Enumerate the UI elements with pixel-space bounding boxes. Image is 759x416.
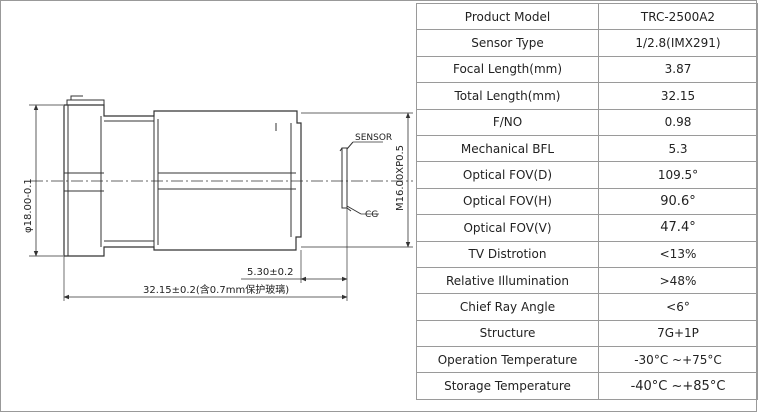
spec-value: <13% [598,240,758,268]
spec-row: TV Distrotion<13% [416,240,758,268]
spec-label: Relative Illumination [416,266,599,295]
spec-label: Optical FOV(V) [416,214,599,242]
spec-label: Chief Ray Angle [416,293,599,321]
spec-label: Sensor Type [416,29,599,57]
spec-row: Total Length(mm)32.15 [416,82,758,110]
spec-label: Operation Temperature [416,346,599,374]
cg-label: CG [365,210,378,220]
spec-value: 0.98 [598,108,758,136]
spec-value: 32.15 [598,82,758,110]
spec-value: -30°C ~+75°C [598,346,758,374]
spec-value: 3.87 [598,55,758,84]
spec-label: Mechanical BFL [416,134,599,163]
total-length-dimension: 32.15±0.2(含0.7mm保护玻璃) [143,283,289,296]
spec-label: Optical FOV(D) [416,161,599,189]
spec-label: Storage Temperature [416,372,599,400]
diameter-dimension: φ18.00-0.1 [23,178,34,233]
spec-value: 109.5° [598,161,758,189]
spec-label: F/NO [416,108,599,136]
spec-row: Optical FOV(V)47.4° [416,214,758,242]
spec-value: 5.3 [598,134,758,163]
sensor-label: SENSOR [355,133,392,143]
spec-label: Product Model [416,2,599,31]
spec-label: TV Distrotion [416,240,599,268]
spec-label: Total Length(mm) [416,82,599,110]
spec-row: Optical FOV(D)109.5° [416,161,758,189]
spec-value: >48% [598,266,758,295]
spec-row: Relative Illumination>48% [416,266,758,295]
spec-row: Storage Temperature-40°C ~+85°C [416,372,758,400]
lens-drawing: SENSOR CG φ18.00-0.1 M16.00XP0.5 5.30±0.… [23,95,413,301]
spec-value: 90.6° [598,187,758,216]
spec-label: Structure [416,319,599,348]
thread-dimension: M16.00XP0.5 [395,145,406,211]
spec-value: 1/2.8(IMX291) [598,29,758,57]
spec-value: <6° [598,293,758,321]
spec-row: Optical FOV(H)90.6° [416,187,758,216]
bfl-dimension: 5.30±0.2 [247,267,294,278]
spec-row: Operation Temperature-30°C ~+75°C [416,346,758,374]
spec-row: Focal Length(mm)3.87 [416,55,758,84]
spec-value: -40°C ~+85°C [598,372,758,400]
spec-label: Focal Length(mm) [416,55,599,84]
spec-value: TRC-2500A2 [598,2,758,31]
spec-value: 47.4° [598,214,758,242]
spec-label: Optical FOV(H) [416,187,599,216]
spec-value: 7G+1P [598,319,758,348]
spec-row: Chief Ray Angle<6° [416,293,758,321]
